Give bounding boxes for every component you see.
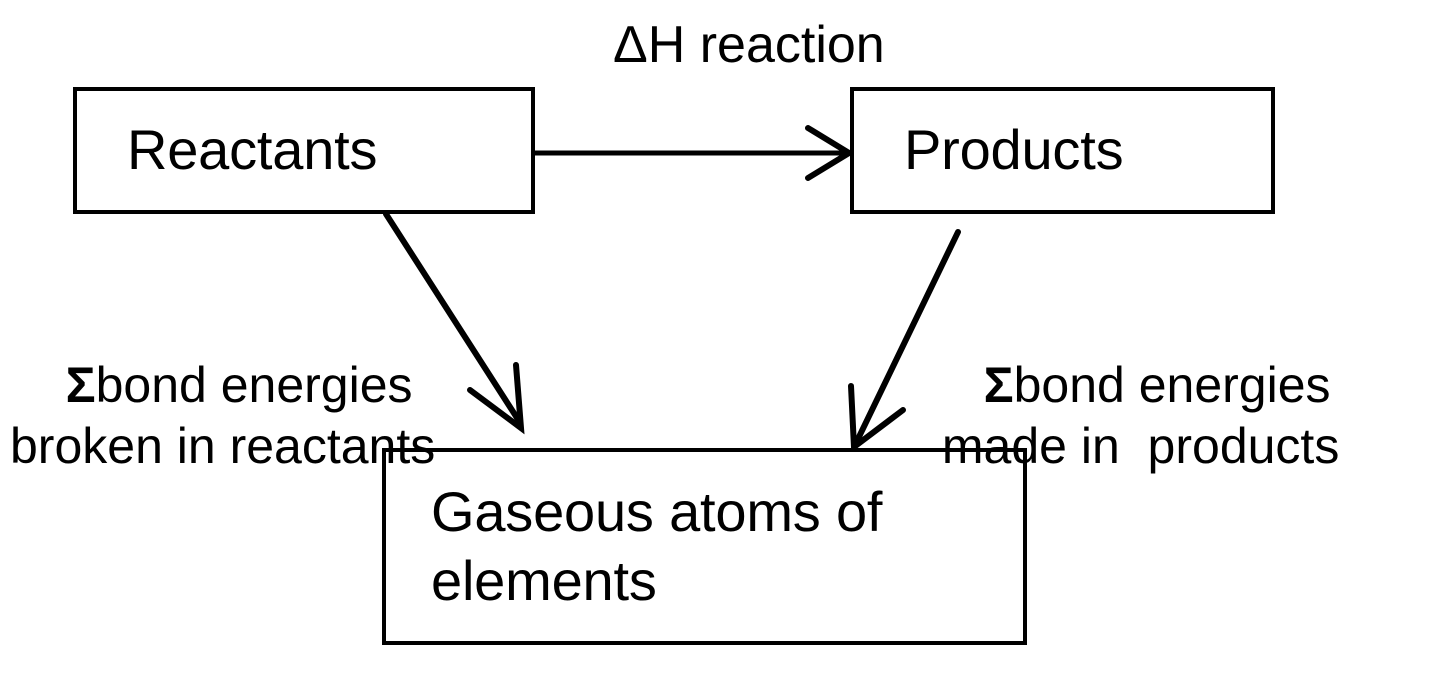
node-label-gaseous-atoms: Gaseous atoms of elements <box>431 480 883 612</box>
node-label-products: Products <box>904 118 1124 182</box>
edge-label-bond-energies-made: Σbond energies made in products <box>928 294 1339 538</box>
node-box-gaseous-atoms[interactable]: Gaseous atoms of elements <box>382 448 1027 645</box>
edge-label-left-text: bond energies broken in reactants <box>10 357 436 474</box>
delta-h-reaction-label: ΔH reaction <box>613 16 885 74</box>
arrow-reactants-to-products <box>535 125 855 181</box>
edge-label-right-text: bond energies made in products <box>941 357 1340 474</box>
node-box-products[interactable]: Products <box>850 87 1275 214</box>
sigma-symbol-right: Σ <box>983 357 1014 413</box>
arrow-products-to-gaseous <box>848 229 961 453</box>
edge-label-bond-energies-broken: Σbond energies broken in reactants <box>10 294 435 538</box>
node-label-reactants: Reactants <box>127 118 378 182</box>
sigma-symbol-left: Σ <box>65 357 96 413</box>
arrow-reactants-to-gaseous <box>383 211 525 435</box>
node-box-reactants[interactable]: Reactants <box>73 87 535 214</box>
